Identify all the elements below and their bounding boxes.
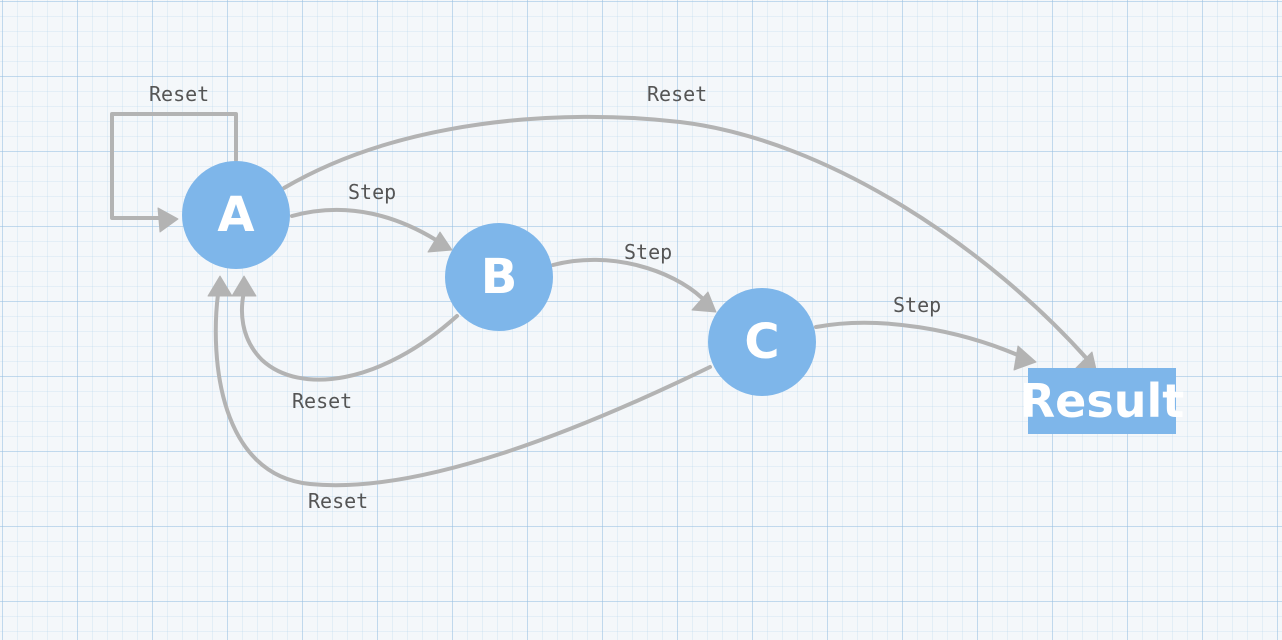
node-b: B — [445, 223, 553, 331]
node-b-label: B — [481, 249, 518, 305]
arrowhead-c-to-result-step — [1013, 345, 1037, 371]
arrowhead-c-to-a-reset — [207, 275, 233, 297]
label-c-to-a-reset: Reset — [308, 489, 368, 513]
edge-a-to-result-reset — [282, 114, 1090, 362]
node-c-label: C — [744, 314, 779, 370]
edge-c-to-a-reset — [213, 292, 712, 488]
node-result: Result — [1020, 368, 1185, 434]
edge-b-to-a-reset — [240, 290, 459, 382]
edge-labels: Reset Reset Step Step Step Reset Reset — [149, 82, 941, 513]
edge-c-to-result-step — [814, 320, 1022, 358]
node-a: A — [182, 161, 290, 269]
arrowhead-a-to-b-step — [427, 231, 453, 253]
node-result-label: Result — [1020, 374, 1185, 428]
label-b-to-c-step: Step — [624, 240, 672, 264]
label-a-self-reset: Reset — [149, 82, 209, 106]
edge-a-to-b-step — [290, 207, 438, 242]
arrowhead-a-self-reset — [157, 207, 179, 233]
node-a-label: A — [217, 187, 254, 243]
label-a-to-result-reset: Reset — [647, 82, 707, 106]
node-result-box — [1028, 368, 1176, 434]
node-b-circle — [445, 223, 553, 331]
arrowhead-b-to-c-step — [691, 291, 717, 313]
label-b-to-a-reset: Reset — [292, 389, 352, 413]
label-c-to-result-step: Step — [893, 293, 941, 317]
label-a-to-b-step: Step — [348, 180, 396, 204]
node-c: C — [708, 288, 816, 396]
node-c-circle — [708, 288, 816, 396]
edge-b-to-c-step — [551, 257, 704, 300]
node-a-circle — [182, 161, 290, 269]
arrowhead-b-to-a-reset — [231, 275, 257, 297]
edge-a-self-reset — [110, 112, 238, 220]
